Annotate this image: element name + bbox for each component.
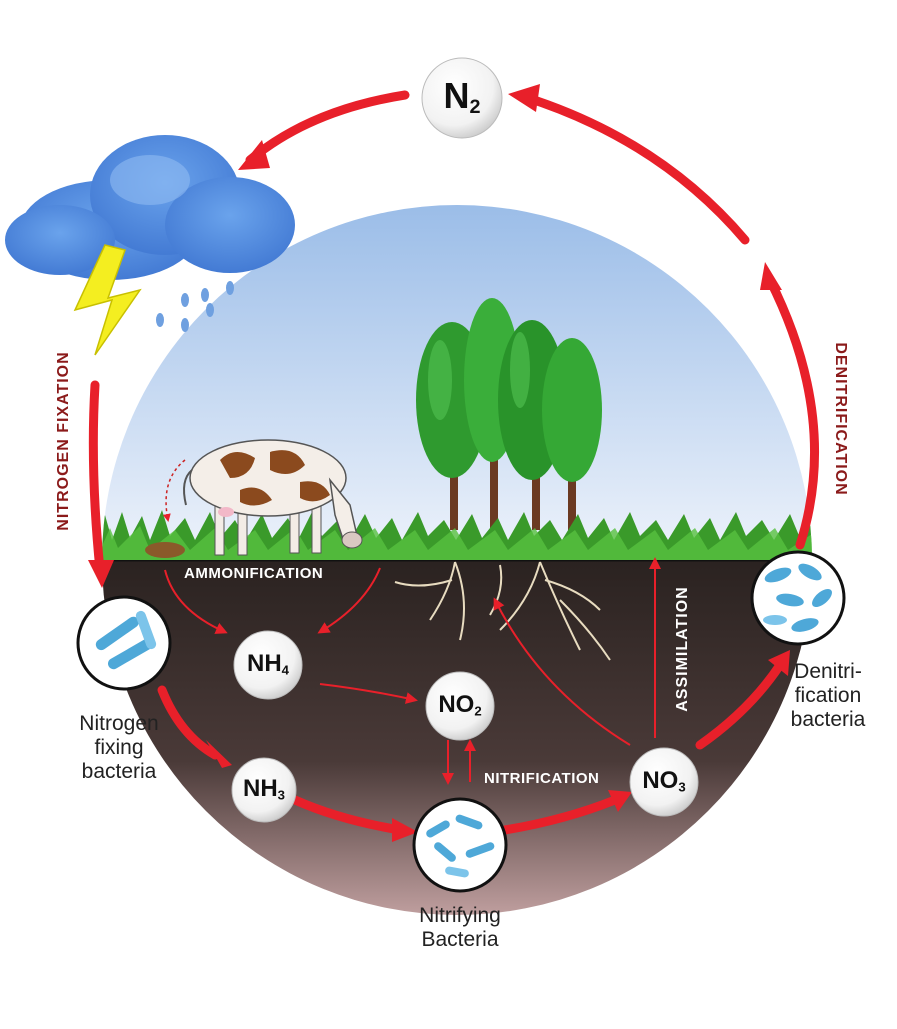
cycle-arrow-heads [88,84,790,842]
no2-label: NO2 [438,691,482,719]
rain-cloud [5,135,295,280]
no3-ball [629,747,699,817]
n2-label: N2 [443,75,481,118]
nitrifying-bacteria-icon [412,797,508,893]
rain-drops [156,281,234,332]
nh3-label: NH3 [242,775,285,803]
denitrification-label: DENITRIFICATION [832,342,849,496]
soil-process-arrows [164,557,661,785]
nh3-ball [231,757,297,823]
trees [416,298,602,530]
no2-ball [425,671,495,741]
nitrification-label: NITRIFICATION [484,770,600,787]
nitrifying-bacteria-label: Nitrifying Bacteria [419,904,501,951]
manure [145,542,185,558]
nitrogen-fixing-bacteria-label: Nitrogen fixing bacteria [79,712,159,783]
nh4-ball [233,630,303,700]
cow [183,439,363,556]
nitrogen-fixing-bacteria-icon [76,595,172,691]
ammonification-label: AMMONIFICATION [184,565,324,582]
dung-drop-arrow [162,459,186,522]
nh4-label: NH4 [246,650,289,678]
nitrogen-fixation-label: NITROGEN FIXATION [55,351,72,531]
lightning-bolt [73,244,142,356]
denitrification-bacteria-icon [750,550,846,646]
n2-ball [421,57,503,139]
plant-roots [394,561,611,661]
denitrification-bacteria-label: Denitri- fication bacteria [790,660,866,731]
no3-label: NO3 [642,767,686,795]
cycle-arrows [88,90,820,835]
assimilation-label: ASSIMILATION [674,586,691,712]
